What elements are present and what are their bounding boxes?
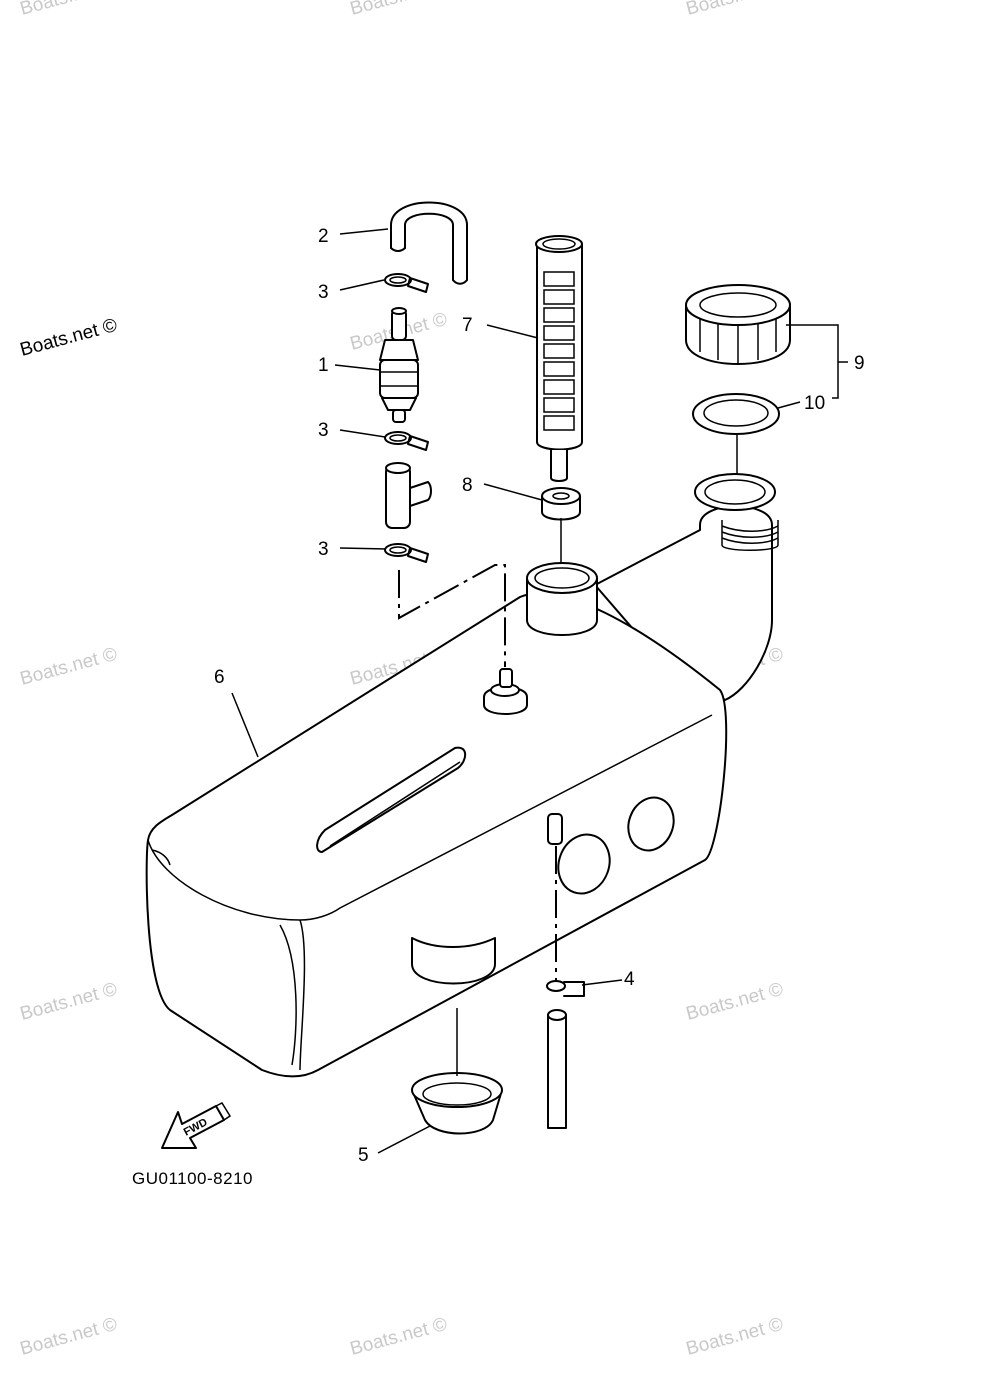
part-2-bent-hose [390,201,468,285]
watermark: Boats.net © [684,1314,786,1360]
fwd-arrow: FWD [161,1102,232,1149]
watermark: Boats.net © [684,0,786,20]
callout-4: 4 [624,969,635,990]
part-9-filler-cap [685,284,791,365]
diagram-code: GU01100-8210 [132,1169,253,1188]
watermark-prominent: Boats.net © [18,315,120,361]
tee-joint [385,462,432,529]
watermark: Boats.net © [18,644,120,690]
watermark: Boats.net © [348,1314,450,1360]
watermark: Boats.net © [348,0,450,20]
callout-9: 9 [854,353,865,374]
part-4-clamp [546,980,585,997]
part-7-strainer [535,235,583,482]
part-3-clamp-middle [384,431,429,451]
part-5-cup [411,1072,503,1135]
assembly-lines [398,435,738,1076]
callout-5: 5 [358,1145,369,1166]
part-8-grommet [541,487,581,521]
callout-8: 8 [462,475,473,496]
callout-3-top: 3 [318,282,329,303]
part-10-gasket [692,393,780,435]
callout-7: 7 [462,315,473,336]
callout-2: 2 [318,226,329,247]
watermark: Boats.net © [18,1314,120,1360]
callout-6: 6 [214,667,225,688]
part-3-clamp-bottom [384,543,429,563]
watermark: Boats.net © [18,979,120,1025]
lower-hose [547,1009,567,1129]
part-3-clamp-top [384,273,429,293]
callout-3-bottom: 3 [318,539,329,560]
callout-10: 10 [804,393,825,414]
watermark: Boats.net © [18,0,120,20]
part-1-fuel-filter [379,307,419,423]
watermark: Boats.net © [684,979,786,1025]
leader-lines [231,228,848,1154]
callout-3-middle: 3 [318,420,329,441]
callout-1: 1 [318,355,329,376]
callout-labels: 2 3 1 3 3 7 8 9 10 6 4 5 [214,226,865,1166]
part-6-oil-tank [145,473,779,1078]
